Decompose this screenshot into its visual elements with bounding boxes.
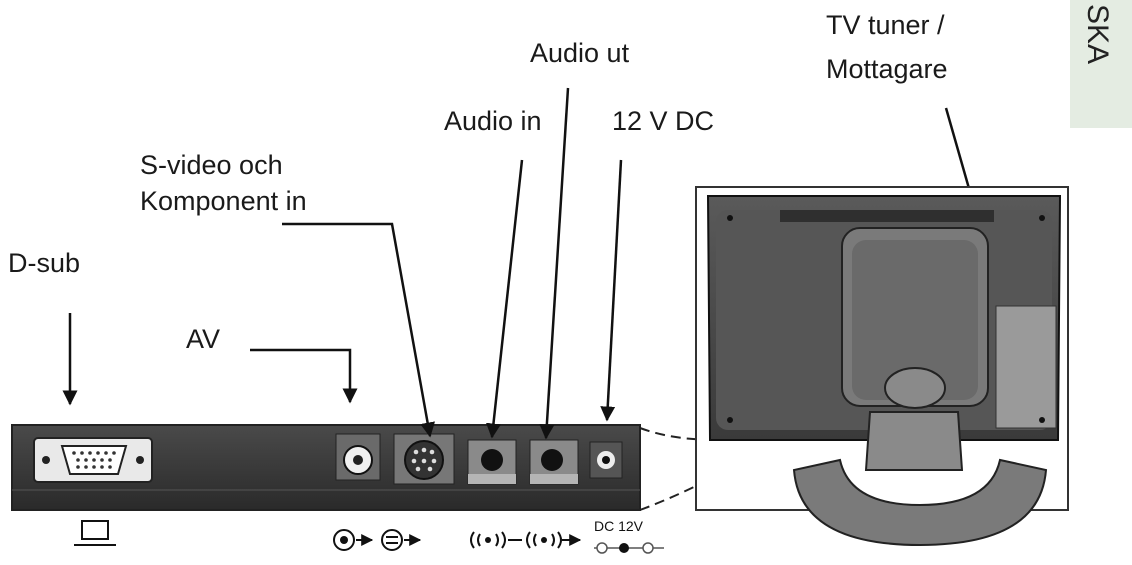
dc-jack — [589, 441, 623, 479]
label-av: AV — [186, 324, 221, 354]
dsub-connector — [33, 437, 153, 483]
language-side-tab: SKA — [1070, 0, 1132, 128]
label-svideo-line1: S-video och — [140, 150, 283, 180]
av-symbol-icon — [333, 529, 374, 551]
dc-symbol-label: DC 12V — [594, 518, 644, 534]
audio-in-symbol-icon — [470, 531, 522, 549]
audio-out-arrow — [539, 87, 570, 440]
svideo-connector — [393, 433, 455, 485]
label-audio-out: Audio ut — [530, 38, 630, 68]
audio-in-jack — [467, 439, 517, 485]
av-arrow — [250, 348, 358, 404]
svideo-symbol-icon — [381, 529, 422, 551]
tv-back-view — [695, 186, 1069, 547]
label-dc: 12 V DC — [612, 106, 715, 136]
monitor-symbol-icon — [74, 520, 116, 546]
label-dsub: D-sub — [8, 248, 81, 278]
label-svideo-line2: Komponent in — [140, 186, 307, 216]
svideo-arrow — [282, 222, 436, 438]
dc-polarity-icon — [594, 542, 664, 554]
dc-arrow — [600, 159, 623, 422]
label-tuner-line1: TV tuner / — [826, 10, 945, 40]
audio-out-jack — [529, 439, 579, 485]
label-audio-in: Audio in — [444, 106, 542, 136]
side-tab-label: SKA — [1081, 4, 1114, 65]
label-tuner-line2: Mottagare — [826, 54, 948, 84]
av-connector — [335, 433, 381, 481]
audio-in-arrow — [485, 159, 524, 439]
audio-out-symbol-icon — [526, 531, 582, 549]
